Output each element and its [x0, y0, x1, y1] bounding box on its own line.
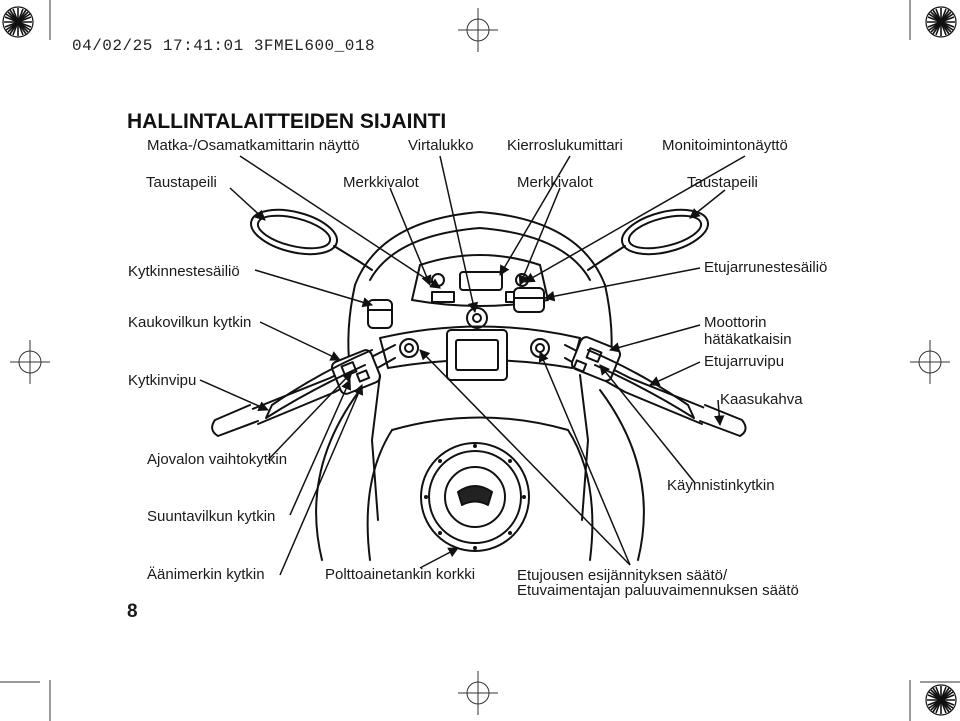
label-mirror-left: Taustapeili — [146, 174, 217, 191]
print-stamp: 04/02/25 17:41:01 3FMEL600_018 — [72, 37, 376, 55]
registration-mark — [457, 670, 499, 716]
print-sunburst-mark — [925, 6, 957, 38]
clutch-reservoir-shape — [367, 299, 393, 329]
label-fork-adjust-line1: Etujousen esijännityksen säätö/ — [517, 567, 728, 584]
brake-reservoir-shape — [513, 287, 545, 313]
registration-mark — [9, 339, 51, 385]
label-clutch-lever: Kytkinvipu — [128, 372, 197, 389]
label-tachometer: Kierroslukumittari — [507, 137, 623, 154]
label-ignition-switch: Virtalukko — [408, 137, 474, 154]
left-handlebar — [249, 344, 396, 411]
label-front-brake-lever: Etujarruvipu — [704, 353, 785, 370]
label-clutch-switch: Kaukovilkun kytkin — [128, 314, 252, 331]
label-indicators-right: Merkkivalot — [517, 174, 593, 191]
steering-stem-cover — [446, 329, 508, 381]
label-engine-stop-switch: Moottorin hätäkatkaisin — [704, 314, 792, 348]
windscreen-outline — [354, 211, 606, 286]
clutch-lever-shape — [265, 349, 373, 419]
registration-mark — [457, 7, 499, 53]
label-clutch-reservoir: Kytkinnestesäiliö — [128, 263, 240, 280]
brake-lever-shape — [587, 349, 695, 419]
label-trip-meter-display: Matka-/Osamatkamittarin näyttö — [147, 137, 360, 154]
label-multi-function-display: Monitoimintonäyttö — [662, 137, 788, 154]
print-sunburst-mark — [925, 684, 957, 716]
label-throttle-grip: Kaasukahva — [720, 391, 803, 408]
label-start-button: Käynnistinkytkin — [667, 477, 775, 494]
print-sunburst-mark — [2, 6, 34, 38]
label-turn-signal-switch: Suuntavilkun kytkin — [147, 508, 276, 525]
page-title: HALLINTALAITTEIDEN SIJAINTI — [127, 110, 447, 133]
mirror-right-shape — [621, 208, 709, 256]
page-number: 8 — [127, 601, 138, 622]
mirror-left-shape — [250, 208, 338, 256]
ignition-key-shape — [466, 307, 488, 329]
label-horn-button: Äänimerkin kytkin — [147, 566, 265, 583]
registration-mark — [909, 339, 951, 385]
label-mirror-right: Taustapeili — [687, 174, 758, 191]
leader-lines — [199, 155, 746, 576]
label-indicators-left: Merkkivalot — [343, 174, 419, 191]
throttle-grip-shape — [699, 404, 747, 437]
fuel-tank-outline — [391, 416, 594, 561]
label-fork-adjust-line2: Etuvaimentajan paluuvaimennuksen säätö — [517, 582, 799, 599]
label-front-brake-reservoir: Etujarrunestesäiliö — [704, 259, 828, 276]
label-headlight-dimmer: Ajovalon vaihtokytkin — [147, 451, 288, 468]
label-fuel-cap: Polttoainetankin korkki — [325, 566, 476, 583]
